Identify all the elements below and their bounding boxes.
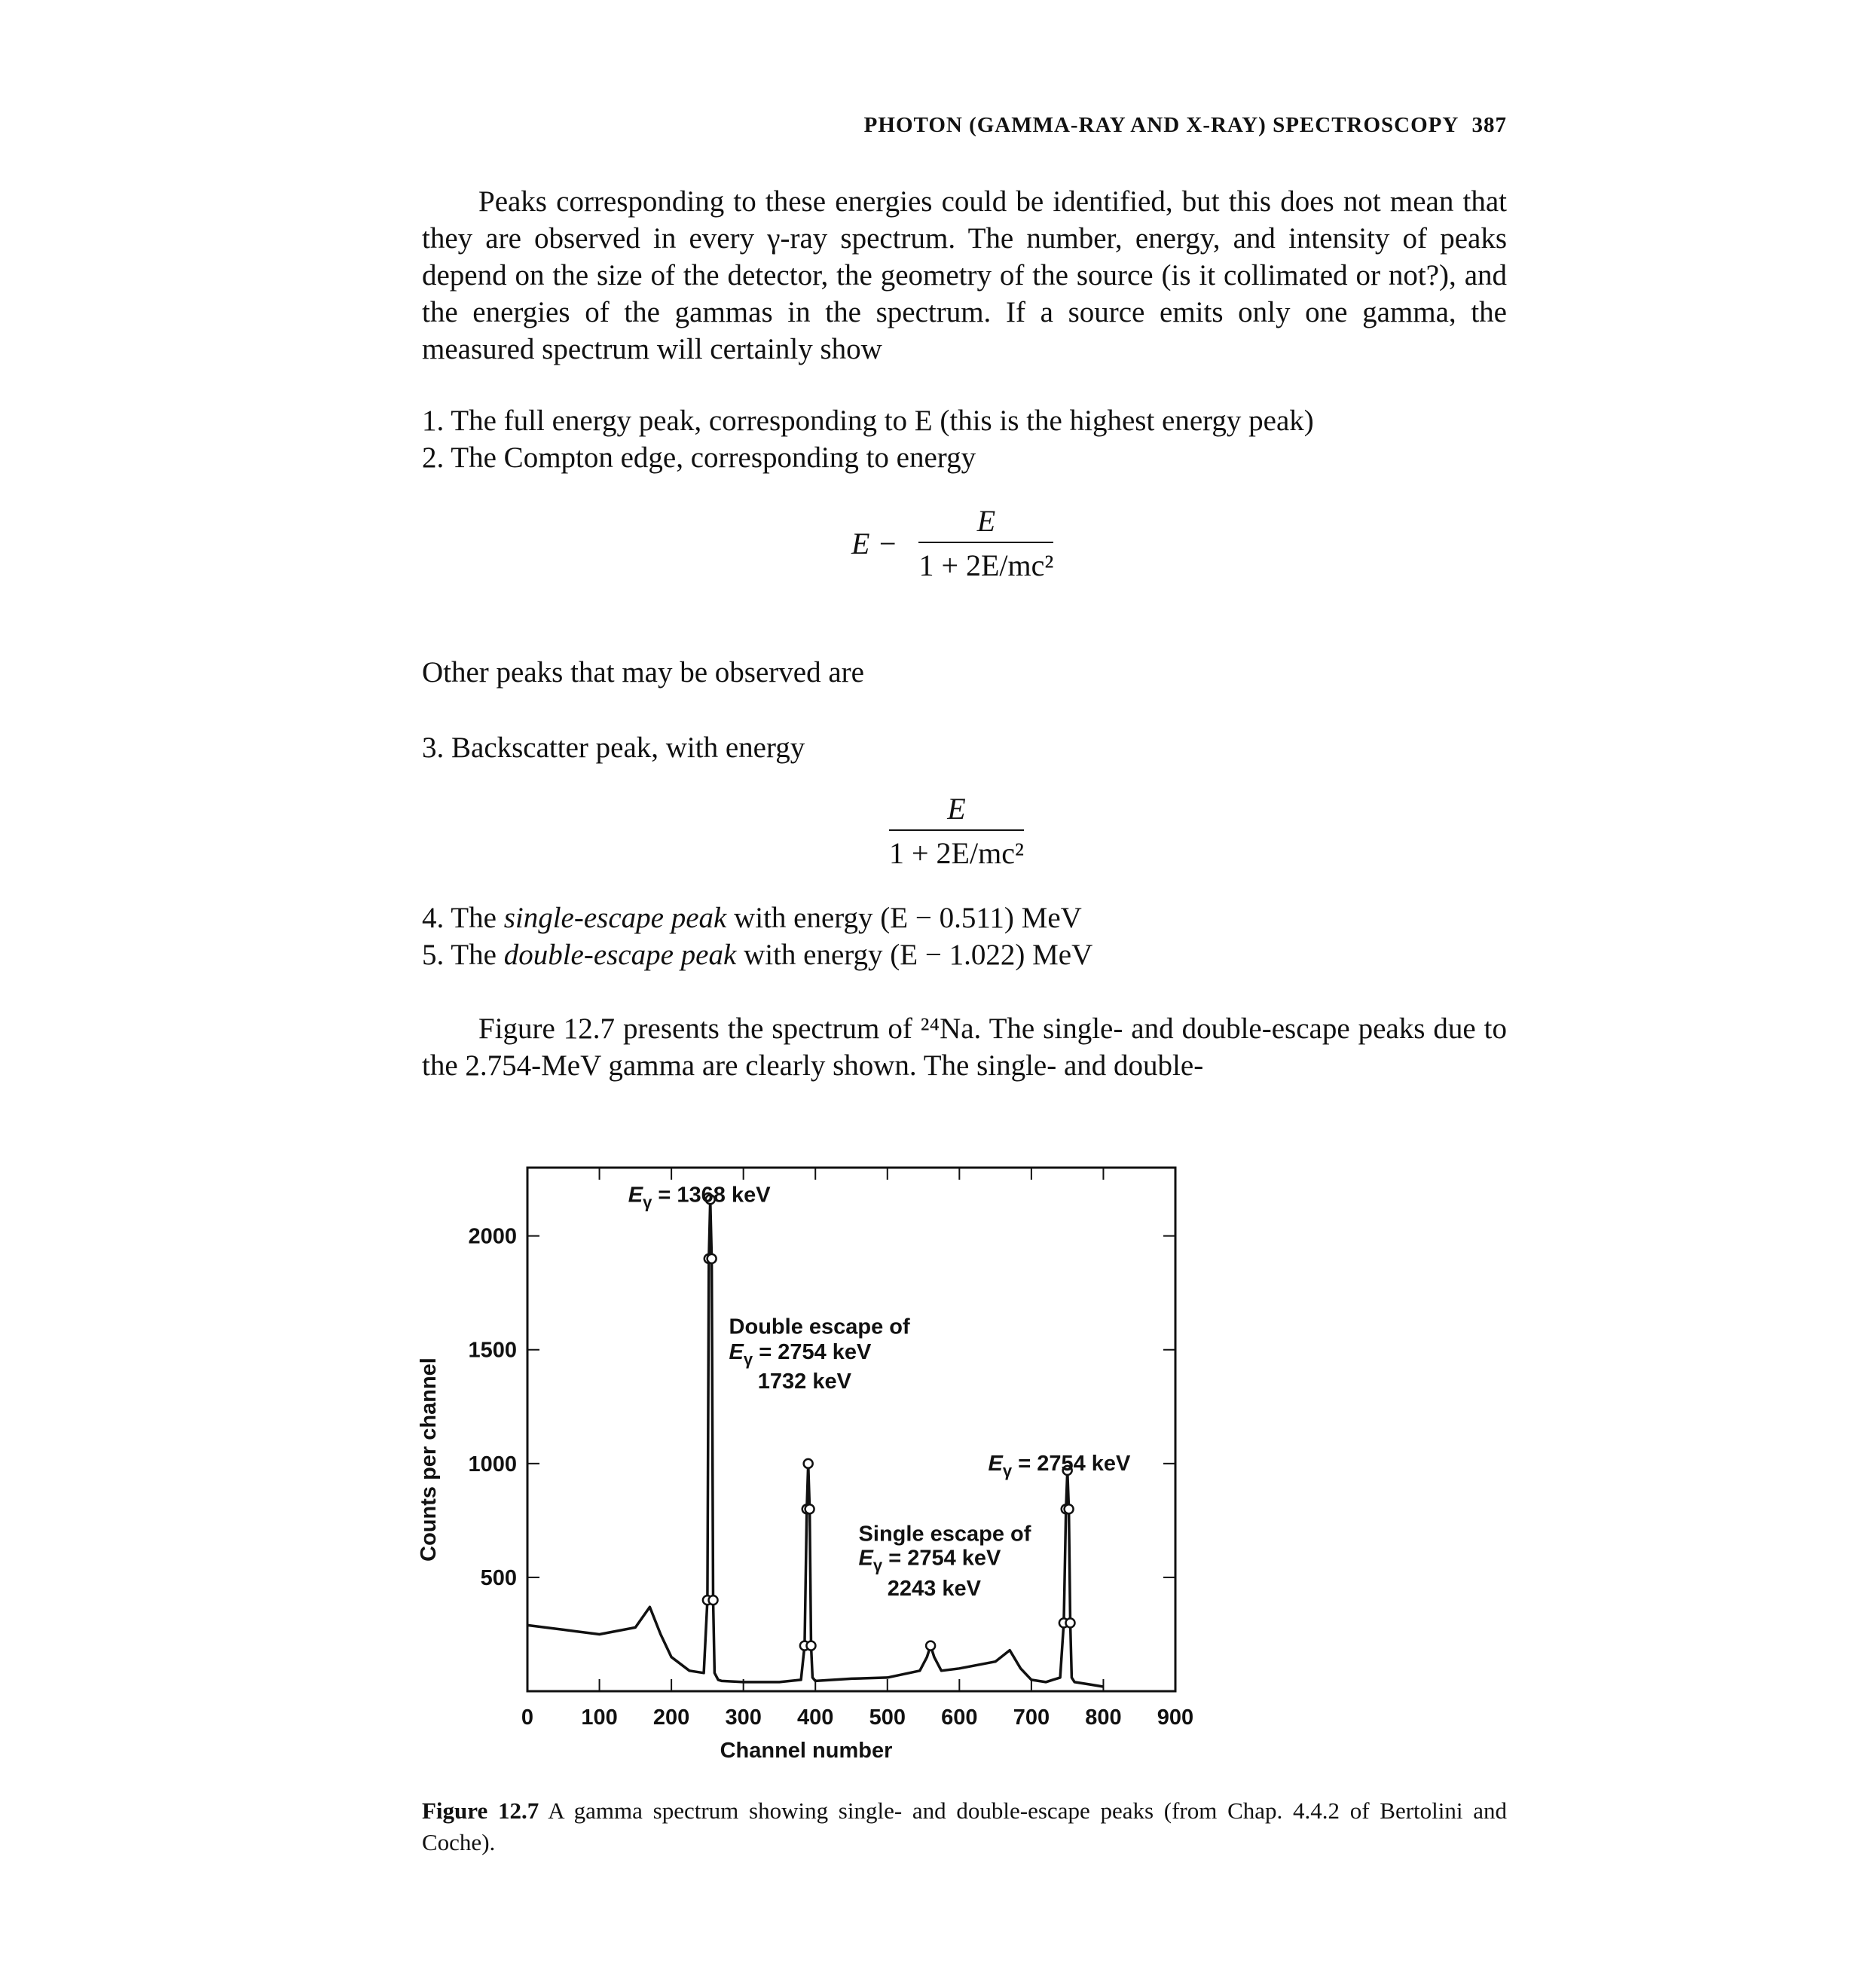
y-tick-label: 500: [481, 1566, 517, 1590]
gamma-spectrum-figure: 0 100 200 300 400 500 600 700 800 900 500 1000 1500 2…: [407, 1153, 1221, 1770]
equation-fraction: E 1 + 2E/mc²: [889, 791, 1024, 871]
paragraph-1: Peaks corresponding to these energies co…: [422, 185, 1507, 365]
double-escape-label-line2: Eγ = 2754 keV: [729, 1340, 872, 1369]
double-escape-label-energy: 1732 keV: [758, 1370, 852, 1394]
single-escape-label-line2: Eγ = 2754 keV: [859, 1546, 1001, 1574]
x-tick-label: 100: [581, 1706, 617, 1730]
peak-list-2: 3. Backscatter peak, with energy: [422, 729, 1507, 766]
item-text: 4. The: [422, 902, 504, 934]
list-item: 2. The Compton edge, corresponding to en…: [422, 441, 976, 474]
running-head: PHOTON (GAMMA-RAY AND X-RAY) SPECTROSCOP…: [864, 113, 1507, 138]
list-item: 4. The single-escape peak with energy (E…: [422, 899, 1507, 936]
data-point: [704, 1194, 716, 1205]
x-tick-label: 800: [1085, 1706, 1121, 1730]
double-escape-label-line1: Double escape of: [729, 1315, 910, 1339]
data-point: [1065, 1617, 1076, 1629]
x-tick-label: 400: [797, 1706, 833, 1730]
running-head-title: PHOTON (GAMMA-RAY AND X-RAY) SPECTROSCOP…: [863, 113, 1459, 137]
x-tick-label: 900: [1157, 1706, 1193, 1730]
x-axis-label: Channel number: [720, 1739, 893, 1763]
y-axis-label: Counts per channel: [417, 1357, 441, 1562]
other-peaks-text: Other peaks that may be observed are: [422, 656, 864, 689]
backscatter-equation: E 1 + 2E/mc²: [889, 791, 1024, 871]
equation-numerator: E: [918, 503, 1054, 543]
y-tick-label: 1500: [468, 1339, 517, 1363]
caption-label: Figure 12.7: [422, 1797, 539, 1824]
x-tick-label: 0: [521, 1706, 533, 1730]
equation-denominator: 1 + 2E/mc²: [918, 548, 1054, 582]
data-point: [706, 1253, 717, 1265]
paragraph-2: Figure 12.7 presents the spectrum of ²⁴N…: [422, 1012, 1507, 1082]
equation-fraction: E 1 + 2E/mc²: [918, 503, 1054, 583]
item-text: with energy (E − 0.511) MeV: [726, 902, 1082, 934]
page-number: 387: [1471, 113, 1507, 137]
equation-numerator: E: [889, 791, 1024, 831]
y-tick-label: 1000: [468, 1452, 517, 1476]
single-escape-label-energy: 2243 keV: [888, 1577, 982, 1601]
caption-text: A gamma spectrum showing single- and dou…: [422, 1797, 1507, 1855]
plot-frame: [526, 1166, 1177, 1693]
x-tick-label: 200: [653, 1706, 689, 1730]
x-tick-label: 600: [941, 1706, 977, 1730]
data-point: [1062, 1464, 1073, 1476]
single-escape-label-line1: Single escape of: [859, 1522, 1031, 1547]
x-tick-label: 300: [725, 1706, 761, 1730]
peak-label-2754: Eγ = 2754 keV: [989, 1452, 1131, 1480]
gamma-spectrum-chart: 0 100 200 300 400 500 600 700 800 900 500 1000 1500 2…: [417, 1166, 1193, 1763]
peak-list-1: 1. The full energy peak, corresponding t…: [422, 402, 1507, 476]
x-tick-label: 700: [1013, 1706, 1050, 1730]
figure-caption: Figure 12.7 A gamma spectrum showing sin…: [422, 1795, 1507, 1858]
data-point: [707, 1594, 719, 1606]
list-item: 3. Backscatter peak, with energy: [422, 731, 805, 764]
list-item: 1. The full energy peak, corresponding t…: [422, 405, 1314, 437]
item-emphasis: double-escape peak: [503, 939, 737, 971]
data-point: [1063, 1504, 1074, 1515]
y-tick-label: 2000: [468, 1225, 517, 1249]
list-item: 5. The double-escape peak with energy (E…: [422, 936, 1507, 973]
item-text: with energy (E − 1.022) MeV: [736, 939, 1093, 971]
data-point: [924, 1640, 937, 1651]
item-text: 5. The: [422, 939, 504, 971]
data-point: [802, 1458, 814, 1470]
equation-lhs: E −: [851, 526, 898, 560]
x-tick-label: 500: [869, 1706, 906, 1730]
compton-edge-equation: E − E 1 + 2E/mc²: [851, 503, 1054, 583]
spectrum-line: [527, 1198, 1104, 1688]
data-point: [805, 1640, 817, 1651]
equation-denominator: 1 + 2E/mc²: [889, 836, 1024, 870]
peak-list-3: 4. The single-escape peak with energy (E…: [422, 899, 1507, 973]
data-point: [804, 1504, 815, 1515]
peak-label-1368: Eγ = 1368 keV: [628, 1183, 771, 1211]
item-emphasis: single-escape peak: [503, 902, 727, 934]
